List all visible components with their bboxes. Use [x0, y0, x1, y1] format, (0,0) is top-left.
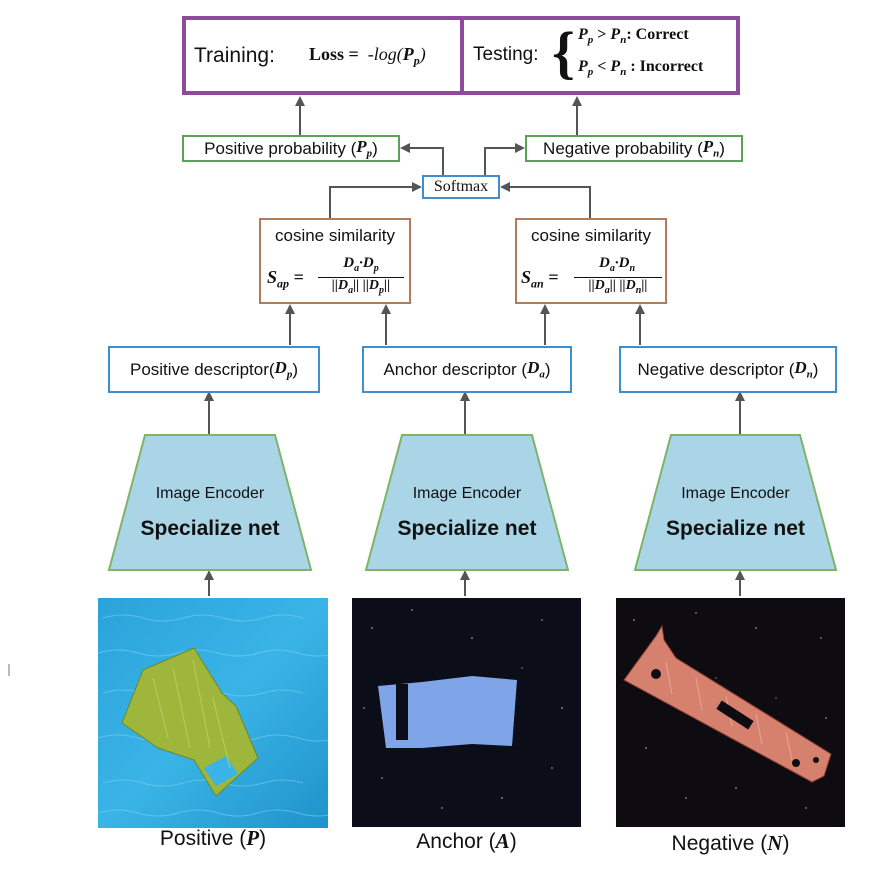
similarity-an-denominator: ||Da|| ||Dn||: [588, 278, 648, 296]
positive-caption: Positive (P): [159, 826, 267, 850]
loss-close: ): [419, 44, 426, 64]
similarity-an-box: cosine similarity San = Da·Dn ||Da|| ||D…: [515, 218, 667, 304]
training-label: Training:: [194, 44, 275, 67]
testing-label: Testing:: [473, 44, 539, 65]
loss-variable: P: [402, 44, 414, 64]
training-loss-formula: Loss = -log(Pp): [309, 44, 426, 69]
negative-image: [616, 598, 845, 827]
anchor-encoder-bottom-label: Specialize net: [397, 517, 537, 540]
negative-descriptor-box: Negative descriptor (Dn): [619, 346, 837, 393]
positive-encoder-bottom-label: Specialize net: [140, 517, 280, 540]
similarity-ap-lhs: Sap =: [267, 267, 304, 291]
anchor-descriptor-box: Anchor descriptor (Da): [362, 346, 572, 393]
panel-divider: [460, 20, 464, 91]
arrow-san-to-softmax: [500, 182, 591, 218]
loss-label: Loss =: [309, 44, 359, 64]
loss-expression: -log(: [367, 44, 403, 64]
similarity-an-fraction-bar: [574, 277, 662, 278]
anchor-target-patch: [378, 676, 517, 748]
anchor-encoder: Image Encoder Specialize net: [366, 435, 568, 570]
positive-encoder-shape: [107, 434, 313, 571]
negative-caption: Negative (N): [671, 831, 790, 855]
negative-encoder-bottom-label: Specialize net: [666, 517, 805, 540]
similarity-ap-denominator: ||Da|| ||Dp||: [331, 278, 391, 296]
negative-encoder: Image Encoder Specialize net: [635, 435, 836, 570]
arrow-softmax-to-positive-prob: [400, 143, 444, 175]
similarity-ap-box: cosine similarity Sap = Da·Dp ||Da|| ||D…: [259, 218, 411, 304]
anchor-encoder-shape: [364, 434, 570, 571]
positive-image: [98, 598, 328, 828]
positive-encoder-top-label: Image Encoder: [155, 485, 265, 502]
similarity-ap-numerator: Da·Dp: [343, 255, 379, 274]
positive-encoder: Image Encoder Specialize net: [109, 435, 311, 570]
arrow-softmax-to-negative-prob: [484, 143, 525, 175]
anchor-image: [352, 598, 581, 827]
softmax-box: Softmax: [422, 175, 500, 199]
similarity-ap-fraction-bar: [318, 277, 404, 278]
negative-encoder-shape: [633, 434, 838, 571]
positive-descriptor-box: Positive descriptor(Dp): [108, 346, 320, 393]
similarity-an-numerator: Da·Dn: [599, 255, 635, 274]
negative-encoder-top-label: Image Encoder: [681, 485, 790, 502]
similarity-an-title: cosine similarity: [531, 226, 651, 245]
testing-condition-correct: Pp > Pn: Correct: [578, 26, 689, 47]
brace-icon: {: [552, 20, 575, 85]
anchor-encoder-top-label: Image Encoder: [412, 485, 522, 502]
similarity-ap-title: cosine similarity: [275, 226, 395, 245]
negative-probability-box: Negative probability (Pn): [525, 135, 743, 162]
anchor-caption: Anchor (A): [416, 829, 517, 853]
similarity-an-lhs: San =: [521, 267, 559, 291]
testing-condition-incorrect: Pp < Pn : Incorrect: [578, 58, 704, 79]
arrow-sap-to-softmax: [329, 182, 422, 218]
positive-probability-box: Positive probability (Pp): [182, 135, 400, 162]
training-testing-panel: Training: Loss = -log(Pp) Testing: { Pp …: [182, 16, 740, 95]
loss-variable-sub: p: [413, 53, 420, 68]
